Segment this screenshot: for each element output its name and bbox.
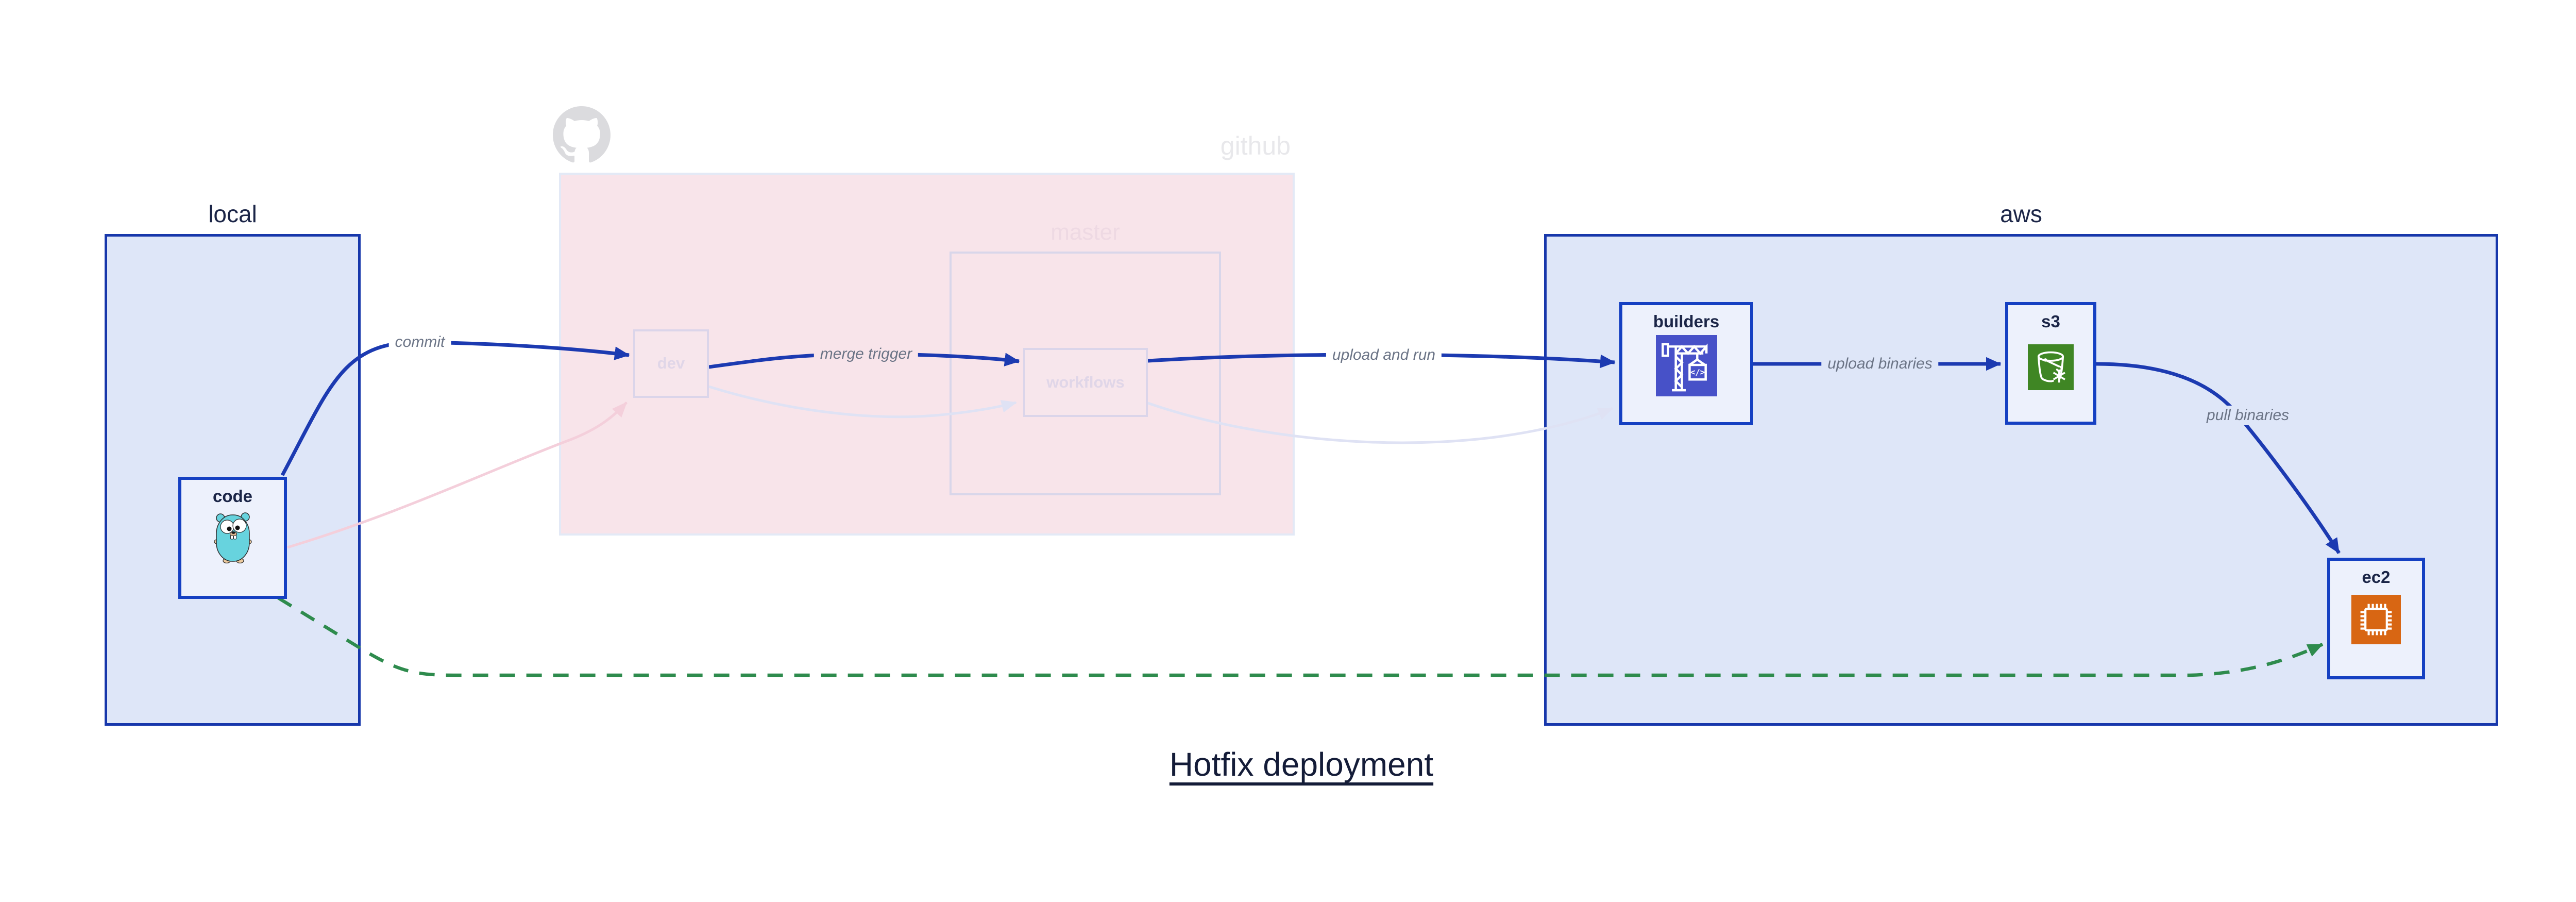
node-builders-label: builders [1653,312,1720,331]
node-ec2: ec2 [2327,558,2425,679]
local-container-label: local [208,201,257,227]
aws-codebuild-icon: </> [1655,335,1717,397]
node-workflows: workflows [1023,348,1148,417]
node-dev-label: dev [657,354,685,373]
node-code: code [178,477,287,599]
edge-label-upload-and-run: upload and run [1326,345,1442,365]
aws-s3-glacier-icon [2028,344,2074,391]
aws-ec2-icon [2351,595,2401,645]
svg-text:</>: </> [1690,368,1704,377]
github-region-label: github [1220,131,1291,160]
node-dev: dev [633,329,709,398]
diagram-title: Hotfix deployment [1169,746,1434,783]
go-gopher-icon [213,512,252,564]
master-branch-box [950,252,1221,495]
github-octocat-icon [553,106,611,163]
edge-label-pull-binaries: pull binaries [2200,406,2296,425]
node-workflows-label: workflows [1046,373,1125,391]
node-ec2-label: ec2 [2362,567,2391,587]
edge-label-merge-trigger: merge trigger [814,344,919,364]
edge-label-upload-binaries: upload binaries [1821,354,1939,374]
node-s3-label: s3 [2041,312,2060,331]
node-builders: builders </> [1619,302,1753,425]
node-s3: s3 [2005,302,2096,425]
edge-label-commit: commit [388,332,451,352]
node-code-label: code [212,487,253,506]
aws-container-label: aws [2000,201,2042,227]
master-branch-label: master [1050,220,1120,245]
